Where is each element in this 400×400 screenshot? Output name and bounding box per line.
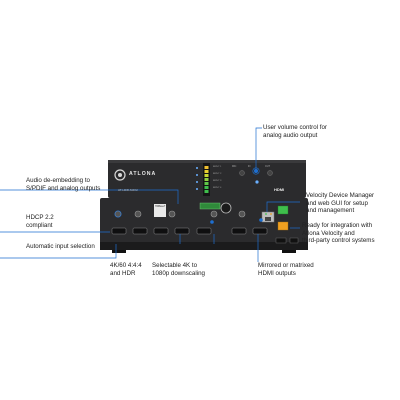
- callout-line-volume: [255, 127, 262, 171]
- rear-chassis-bottom: [100, 242, 308, 250]
- hdmi-port: [132, 227, 148, 235]
- connector-icon: [168, 210, 176, 218]
- meter-segment: [204, 166, 209, 169]
- callout-dot: [210, 220, 214, 224]
- front-label-mic: MIC: [232, 165, 237, 168]
- foot: [112, 250, 126, 253]
- front-label-out: OUT: [265, 165, 271, 168]
- callout-line-audio: [0, 189, 179, 204]
- meter-segment: [204, 186, 209, 189]
- callout-line-text: 4K/60 4:4:4: [110, 262, 142, 269]
- connector-icon: [134, 210, 142, 218]
- callout-line-text: analog audio output: [263, 131, 318, 139]
- callout-lines: [0, 127, 300, 262]
- meter-segment: [204, 174, 209, 177]
- callout-audio: Audio de-embedding to S/PDIF and analog …: [26, 177, 100, 192]
- hdmi-port: [252, 227, 268, 235]
- callout-line-text: third-party control systems: [302, 237, 375, 245]
- hdmi-port: [196, 227, 212, 235]
- input-led: [196, 167, 198, 169]
- front-unit: [108, 160, 306, 198]
- model-label: AT-HDR-M4X2: [118, 188, 138, 192]
- callout-dot: [259, 218, 263, 222]
- callout-line-text: and web GUI for setup: [306, 199, 368, 207]
- status-led: [255, 180, 259, 184]
- power-port: [289, 237, 299, 244]
- callout-volume: User volume control for analog audio out…: [263, 124, 327, 139]
- connector-icon: [210, 210, 218, 218]
- control-terminal-green: [277, 205, 289, 215]
- callout-line-text: Velocity Device Manager: [306, 192, 375, 199]
- callout-line-text: S/PDIF and analog outputs: [26, 184, 101, 192]
- meter-labels: INPUT 1 INPUT 2 INPUT 3 INPUT 4: [213, 164, 221, 192]
- callout-line-text: HDMI outputs: [258, 269, 296, 277]
- rear-label-sticker: [154, 204, 166, 217]
- front-button[interactable]: [239, 170, 245, 176]
- front-button[interactable]: [267, 170, 273, 176]
- hdbaset-badge: HDBaseT: [155, 205, 166, 208]
- callout-line-text: User volume control for: [263, 124, 327, 131]
- callout-line-text: and management: [306, 207, 355, 215]
- audio-terminal-port: [199, 202, 221, 210]
- foot: [282, 250, 296, 253]
- hdmi-port: [231, 227, 247, 235]
- control-terminal-orange: [277, 221, 289, 231]
- callout-line-text: Atlona Velocity and: [302, 229, 355, 237]
- callout-line-text: Ready for integration with: [302, 222, 373, 229]
- callout-line-text: Audio de-embedding to: [26, 177, 90, 184]
- meter-segment: [204, 190, 209, 193]
- callout-line-text: 1080p downscaling: [152, 269, 205, 277]
- hdmi-port: [153, 227, 169, 235]
- callout-velocity: Velocity Device Manager and web GUI for …: [306, 192, 374, 215]
- meter-segment: [204, 170, 209, 173]
- rear-chassis: [100, 198, 308, 250]
- front-label-in: IN: [248, 165, 251, 168]
- led-orange: [270, 213, 272, 215]
- brand-logo-text: ATLONA: [129, 171, 157, 177]
- led-green: [265, 213, 267, 215]
- atlona-logo-icon: [114, 169, 126, 181]
- input-led: [196, 181, 198, 183]
- meter-segment: [204, 178, 209, 181]
- callout-mirrored: Mirrored or matrixed HDMI outputs: [258, 262, 314, 277]
- hdmi-logo-text: HDMI: [274, 187, 285, 192]
- input-led: [196, 188, 198, 190]
- hdmi-port-row: [111, 227, 268, 235]
- front-chassis-top: [108, 160, 306, 163]
- callout-dot: [114, 210, 122, 218]
- callout-line-text: HDCP 2.2: [26, 214, 54, 221]
- power-knob-icon: [220, 202, 232, 214]
- callout-4k: 4K/60 4:4:4 and HDR: [110, 262, 142, 277]
- callout-line-text: Selectable 4K to: [152, 262, 198, 269]
- meter-label: INPUT 2: [213, 173, 222, 175]
- callout-line-autoinput: [0, 244, 117, 259]
- callout-line-text: Automatic input selection: [26, 243, 95, 250]
- input-led: [196, 174, 198, 176]
- callout-line-velocity: [266, 201, 300, 212]
- callout-hdcp: HDCP 2.2 compliant: [26, 214, 54, 229]
- callout-line-text: Mirrored or matrixed: [258, 262, 314, 269]
- callout-line-text: compliant: [26, 221, 53, 229]
- callout-integration: Ready for integration with Atlona Veloci…: [302, 222, 375, 245]
- usb-port: [275, 237, 287, 244]
- callout-line-text: and HDR: [110, 269, 136, 277]
- atlona-logo-dot: [118, 173, 122, 177]
- ethernet-port-inner: [265, 217, 271, 221]
- meter-label: INPUT 1: [213, 166, 222, 168]
- meter-label: INPUT 4: [213, 187, 222, 189]
- meter-segment: [204, 182, 209, 185]
- hdmi-port: [174, 227, 190, 235]
- callout-autoinput: Automatic input selection: [26, 243, 95, 251]
- connector-icon: [238, 210, 246, 218]
- hdmi-port: [111, 227, 127, 235]
- meter-label: INPUT 3: [213, 180, 222, 182]
- rear-unit: [100, 198, 308, 253]
- callout-downscale: Selectable 4K to 1080p downscaling: [152, 262, 205, 277]
